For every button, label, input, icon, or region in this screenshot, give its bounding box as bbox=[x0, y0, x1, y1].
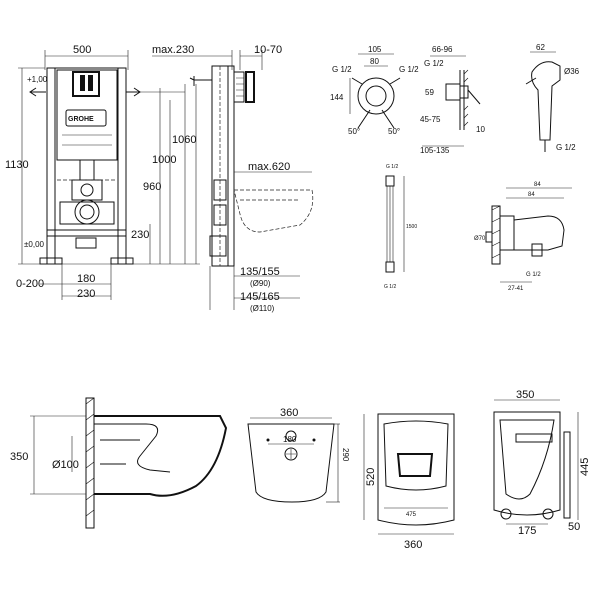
elbow-dim-84b: 84 bbox=[528, 192, 535, 198]
valve-g-left: G 1/2 bbox=[332, 65, 352, 74]
valve-angle-right: 50° bbox=[388, 127, 400, 136]
frame-height-label: 1130 bbox=[5, 159, 29, 171]
bowl-top-width-label: 360 bbox=[404, 539, 422, 551]
max-620-label: max.620 bbox=[248, 161, 290, 173]
shower-dia-36: Ø36 bbox=[564, 67, 580, 76]
dim-960-label: 960 bbox=[143, 181, 161, 193]
shower-dim-62: 62 bbox=[536, 43, 545, 52]
level-zero-label: ±0,00 bbox=[24, 240, 45, 249]
valve-dim-59: 59 bbox=[425, 88, 434, 97]
bowl-rear-view: 360 180 290 bbox=[247, 407, 350, 503]
valve-dim-105: 105 bbox=[368, 45, 382, 54]
seat-length-label: 445 bbox=[579, 458, 591, 476]
valve-drawing: 105 80 G 1/2 G 1/2 144 50° 50° 66-96 G 1… bbox=[330, 45, 485, 155]
valve-dim-80: 80 bbox=[370, 57, 379, 66]
dia-110-label: (Ø110) bbox=[250, 304, 275, 313]
hose-drawing: G 1/2 1500 G 1/2 bbox=[384, 164, 417, 290]
dim-230-side-label: 230 bbox=[131, 229, 149, 241]
seat-thickness-label: 50 bbox=[568, 521, 580, 533]
bowl-dia-100-label: Ø100 bbox=[52, 459, 79, 471]
bottom-range-label: 0-200 bbox=[16, 278, 44, 290]
dia-90-label: (Ø90) bbox=[250, 279, 271, 288]
bowl-top-dim-475: 475 bbox=[406, 512, 417, 518]
brand-logo: GROHE bbox=[68, 116, 94, 123]
plate-range-label: 10-70 bbox=[254, 44, 282, 56]
frame-front-view: 500 GROHE bbox=[5, 44, 200, 300]
bowl-height-label: 350 bbox=[10, 451, 28, 463]
hose-length: 1500 bbox=[406, 224, 417, 230]
shower-g-bottom: G 1/2 bbox=[556, 143, 576, 152]
bowl-side-view: 350 Ø100 bbox=[10, 397, 228, 529]
valve-g-right: G 1/2 bbox=[399, 65, 419, 74]
seat-hinge-label: 175 bbox=[518, 525, 536, 537]
dim-230-bottom-label: 230 bbox=[77, 288, 95, 300]
valve-dim-144: 144 bbox=[330, 93, 344, 102]
bowl-top-view: 475 520 360 bbox=[363, 413, 455, 551]
elbow-range: 27-41 bbox=[508, 286, 524, 292]
elbow-dim-84a: 84 bbox=[534, 182, 541, 188]
hand-shower-drawing: 62 Ø36 G 1/2 bbox=[525, 43, 580, 152]
dim-1060-label: 1060 bbox=[172, 134, 196, 146]
max-depth-label: max.230 bbox=[152, 44, 194, 56]
seat-drawing: 350 175 445 50 bbox=[493, 389, 591, 537]
bowl-top-length-label: 520 bbox=[365, 468, 377, 486]
level-top-label: +1,00 bbox=[27, 75, 48, 84]
elbow-drawing: 84 84 Ø70 G 1/2 27-41 bbox=[474, 182, 572, 292]
valve-g-top: G 1/2 bbox=[424, 59, 444, 68]
dim-145-165-label: 145/165 bbox=[240, 291, 280, 303]
bowl-rear-width-label: 360 bbox=[280, 407, 298, 419]
valve-angle-left: 50° bbox=[348, 127, 360, 136]
dim-1000-label: 1000 bbox=[152, 154, 176, 166]
bowl-rear-dim-180: 180 bbox=[283, 435, 297, 444]
hose-g-top: G 1/2 bbox=[386, 164, 398, 170]
elbow-dia-70: Ø70 bbox=[474, 236, 486, 242]
dim-135-155-label: 135/155 bbox=[240, 266, 280, 278]
valve-dim-45-75: 45-75 bbox=[420, 115, 441, 124]
bowl-rear-dim-290: 290 bbox=[341, 448, 350, 462]
valve-dim-66-96: 66-96 bbox=[432, 45, 453, 54]
valve-dim-10: 10 bbox=[476, 125, 485, 134]
hose-g-bottom: G 1/2 bbox=[384, 284, 396, 290]
frame-side-view: max.230 10-70 1060 max.620 135/155 (Ø90) bbox=[152, 44, 314, 313]
elbow-g-half: G 1/2 bbox=[526, 272, 541, 278]
seat-width-label: 350 bbox=[516, 389, 534, 401]
frame-width-label: 500 bbox=[73, 44, 91, 56]
dim-180-label: 180 bbox=[77, 273, 95, 285]
valve-dim-105-135: 105-135 bbox=[420, 146, 450, 155]
